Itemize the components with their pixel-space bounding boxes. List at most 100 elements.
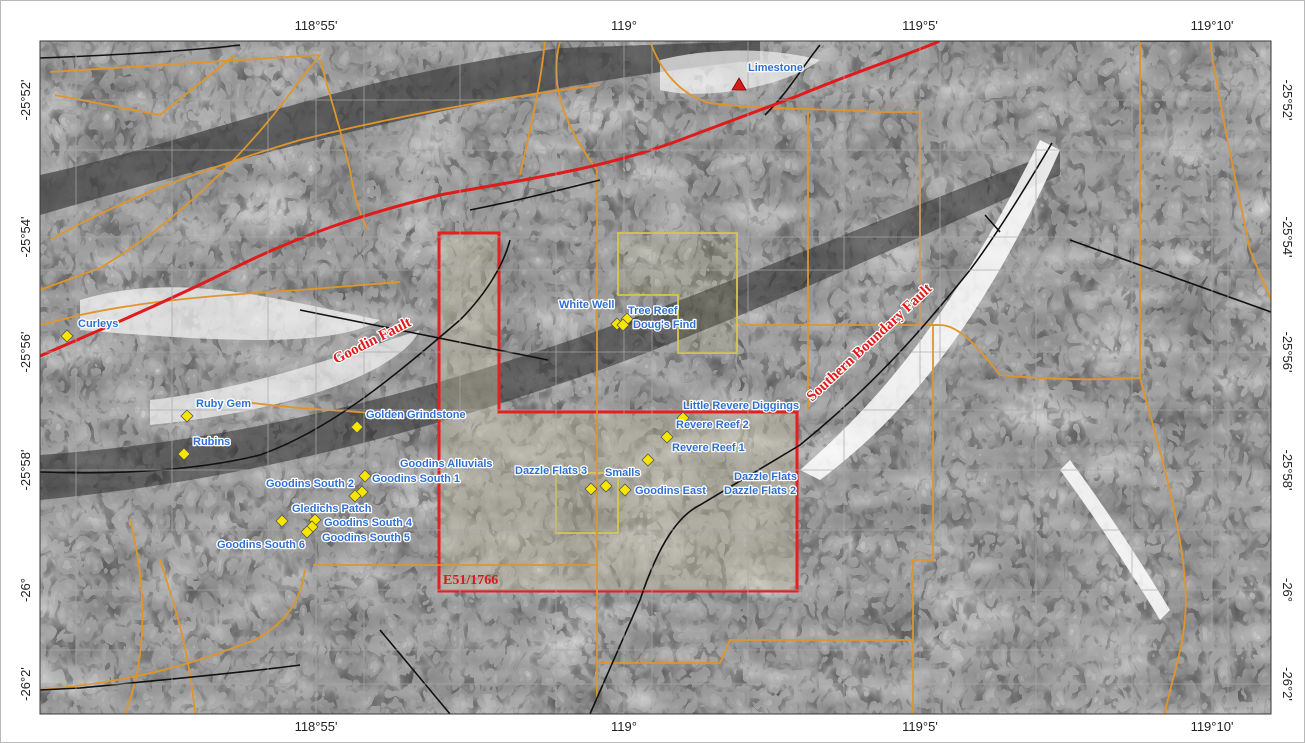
revere-reef-2-marker-icon[interactable] bbox=[660, 430, 674, 444]
road bbox=[1139, 41, 1187, 714]
tenement-label: E51/1766 bbox=[443, 573, 498, 588]
road bbox=[229, 399, 371, 414]
lat-tick-label-left: -25°52' bbox=[18, 80, 33, 121]
white-well-label[interactable]: White Well bbox=[558, 298, 616, 313]
longitude-labels-top: 118°55' 119° 119°5' 119°10' bbox=[295, 18, 1234, 33]
golden-grindstone-marker-icon[interactable] bbox=[350, 420, 364, 434]
lon-tick-label-bottom: 119°5' bbox=[902, 719, 938, 734]
dazzle-flats-label[interactable]: Dazzle Flats bbox=[733, 470, 799, 485]
gledichs-patch-label[interactable]: Gledichs Patch bbox=[291, 502, 373, 517]
dazzle-flats-2-label[interactable]: Dazzle Flats 2 bbox=[723, 484, 798, 499]
lat-tick-label-right: -26° bbox=[1280, 578, 1295, 602]
tree-reef-label[interactable]: Tree Reef bbox=[627, 304, 679, 319]
dazzle-flats-3-label[interactable]: Dazzle Flats 3 bbox=[514, 464, 589, 479]
dougs-find-marker-icon[interactable] bbox=[616, 318, 630, 332]
tenement-e51-1766[interactable] bbox=[437, 231, 799, 593]
road bbox=[40, 281, 401, 326]
revere-reef-2-label[interactable]: Revere Reef 2 bbox=[675, 418, 750, 433]
goodins-south-6-marker-icon[interactable] bbox=[300, 525, 314, 539]
lat-tick-label-left: -25°56' bbox=[18, 332, 33, 373]
rubins-marker-icon[interactable] bbox=[177, 447, 191, 461]
road bbox=[319, 59, 369, 231]
bright-band-limestone bbox=[660, 50, 820, 94]
dazzle-flats-3-marker-icon[interactable] bbox=[584, 482, 598, 496]
lat-tick-label-left: -25°58' bbox=[18, 450, 33, 491]
longitude-labels-bottom: 118°55' 119° 119°5' 119°10' bbox=[295, 719, 1234, 734]
road bbox=[40, 569, 306, 691]
road bbox=[919, 112, 1141, 381]
lat-tick-label-right: -25°54' bbox=[1280, 217, 1295, 258]
ruby-gem-marker-icon[interactable] bbox=[180, 409, 194, 423]
goodins-south-5-label[interactable]: Goodins South 5 bbox=[321, 531, 412, 546]
magnetic-fine-texture-south bbox=[590, 560, 1270, 714]
revere-reef-1-label[interactable]: Revere Reef 1 bbox=[671, 441, 746, 456]
magnetic-imagery bbox=[40, 41, 1271, 714]
lon-tick-label-top: 118°55' bbox=[295, 18, 338, 33]
goodins-south-6-label[interactable]: Goodins South 6 bbox=[216, 538, 307, 553]
minor-fault bbox=[984, 214, 1001, 233]
map-neatline bbox=[39, 40, 1272, 715]
smalls-label[interactable]: Smalls bbox=[604, 466, 642, 481]
goodins-east-marker-icon[interactable] bbox=[618, 483, 632, 497]
lon-tick-label-bottom: 118°55' bbox=[295, 719, 338, 734]
goodins-alluvials-label[interactable]: Goodins Alluvials bbox=[399, 457, 494, 472]
minor-fault bbox=[40, 239, 511, 474]
little-revere-diggings-label[interactable]: Little Revere Diggings bbox=[682, 399, 801, 414]
tenement-layers bbox=[437, 231, 799, 593]
lat-tick-label-left: -25°54' bbox=[18, 217, 33, 258]
lat-tick-label-right: -25°56' bbox=[1280, 332, 1295, 373]
gledichs-patch-marker-icon[interactable] bbox=[275, 514, 289, 528]
road bbox=[912, 325, 934, 714]
goodins-south-2-label[interactable]: Goodins South 2 bbox=[265, 477, 356, 492]
latitude-labels-right: -25°52' -25°54' -25°56' -25°58' -26° -26… bbox=[1280, 80, 1295, 701]
graticule bbox=[40, 41, 1271, 714]
major-faults-layer bbox=[40, 41, 941, 358]
ruby-gem-label[interactable]: Ruby Gem bbox=[195, 397, 253, 412]
lat-tick-label-right: -25°52' bbox=[1280, 80, 1295, 121]
road bbox=[159, 559, 196, 714]
lat-tick-label-right: -25°58' bbox=[1280, 450, 1295, 491]
bright-band-west bbox=[80, 287, 380, 340]
goodins-south-4-label[interactable]: Goodins South 4 bbox=[323, 516, 414, 531]
latitude-labels-left: -25°52' -25°54' -25°56' -25°58' -26° -26… bbox=[18, 80, 33, 701]
lat-tick-label-left: -26°2' bbox=[18, 667, 33, 701]
golden-grindstone-label[interactable]: Golden Grindstone bbox=[365, 408, 467, 423]
road bbox=[555, 41, 598, 171]
goodin-fault-line[interactable] bbox=[40, 41, 941, 358]
minor-fault bbox=[1069, 239, 1271, 313]
goodins-east-label[interactable]: Goodins East bbox=[634, 484, 708, 499]
dark-band-north bbox=[40, 41, 760, 215]
revere-reef-1-marker-icon[interactable] bbox=[641, 453, 655, 467]
prospect-outline-white-well[interactable] bbox=[617, 232, 738, 354]
goodins-south-2-marker-icon[interactable] bbox=[348, 489, 362, 503]
little-revere-diggings-marker-icon[interactable] bbox=[676, 411, 690, 425]
goodins-south-1-label[interactable]: Goodins South 1 bbox=[371, 472, 462, 487]
road bbox=[54, 54, 236, 116]
rubins-label[interactable]: Rubins bbox=[192, 435, 232, 450]
occurrence-labels: Limestone Curleys Ruby Gem Rubins Golden… bbox=[77, 61, 805, 553]
minor-fault bbox=[40, 44, 241, 59]
minor-fault bbox=[764, 44, 821, 116]
dougs-find-label[interactable]: Doug's Find bbox=[632, 318, 698, 333]
bright-band-east-dyke bbox=[1060, 460, 1170, 620]
smalls-marker-icon[interactable] bbox=[599, 479, 613, 493]
minor-fault bbox=[40, 664, 301, 691]
curleys-marker-icon[interactable] bbox=[60, 329, 74, 343]
limestone-label[interactable]: Limestone bbox=[747, 61, 805, 76]
minor-fault bbox=[379, 629, 451, 714]
road bbox=[1209, 41, 1271, 301]
curleys-label[interactable]: Curleys bbox=[77, 317, 120, 332]
occurrence-markers bbox=[60, 77, 747, 539]
minor-fault bbox=[469, 179, 601, 211]
lat-tick-label-left: -26° bbox=[18, 578, 33, 602]
lon-tick-label-top: 119° bbox=[611, 18, 637, 33]
bright-ridge-southern-boundary bbox=[800, 140, 1060, 480]
limestone-marker-icon[interactable] bbox=[731, 77, 747, 91]
lon-tick-label-bottom: 119°10' bbox=[1191, 719, 1234, 734]
lon-tick-label-top: 119°5' bbox=[902, 18, 938, 33]
lat-tick-label-right: -26°2' bbox=[1280, 667, 1295, 701]
goodins-alluvials-marker-icon[interactable] bbox=[358, 469, 372, 483]
roads-layer bbox=[40, 41, 1271, 714]
lon-tick-label-bottom: 119° bbox=[611, 719, 637, 734]
